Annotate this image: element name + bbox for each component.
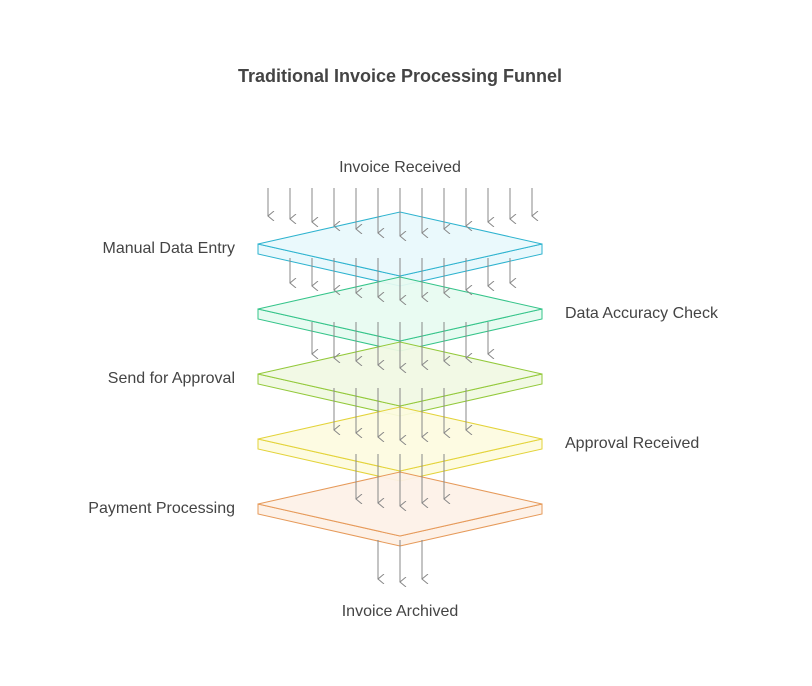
funnel-diagram bbox=[0, 0, 812, 686]
